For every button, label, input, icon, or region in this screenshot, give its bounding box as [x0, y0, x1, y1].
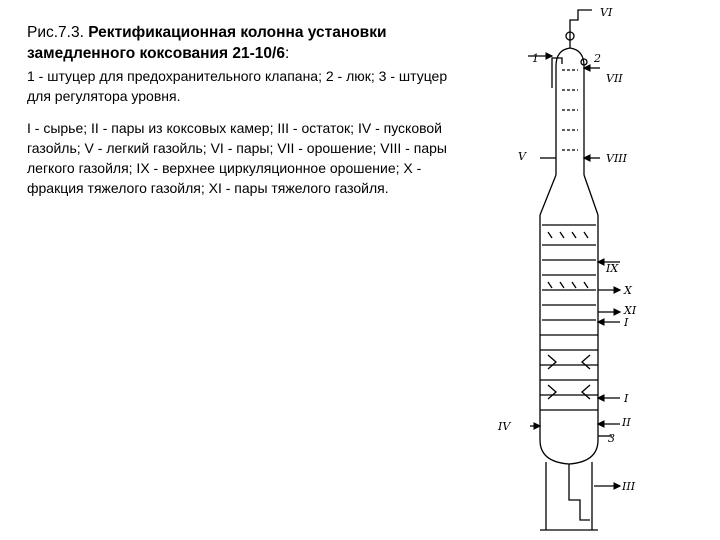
label-iii: III	[621, 480, 636, 493]
figure-title: Рис.7.3. Ректификационная колонна устано…	[27, 22, 467, 64]
figure-title-text: Ректификационная колонна установки замед…	[27, 24, 387, 62]
figure-caption: Рис.7.3. Ректификационная колонна устано…	[27, 22, 467, 198]
figure-title-suffix: :	[284, 45, 290, 62]
label-xi: XI	[623, 304, 637, 317]
label-x: X	[623, 284, 633, 297]
label-iv: IV	[497, 420, 511, 433]
column-skirt	[540, 462, 598, 531]
figure-number: Рис.7.3.	[27, 24, 84, 41]
label-i-lower: I	[623, 392, 629, 405]
parts-legend: 1 - штуцер для предохранительного клапан…	[27, 68, 448, 104]
streams-legend: I - сырье; II - пары из коксовых камер; …	[27, 120, 447, 196]
label-part-2: 2	[593, 52, 601, 65]
label-part-3: 3	[608, 432, 615, 445]
vapor-outlet-pipe	[569, 9, 592, 48]
label-vii: VII	[606, 72, 623, 85]
bottom-outlet-pipe	[568, 464, 590, 521]
column-top-dome	[555, 47, 585, 67]
column-bottom-head	[539, 439, 599, 465]
label-viii: VIII	[606, 152, 628, 165]
top-valve	[565, 31, 575, 41]
safety-valve-pipe	[551, 57, 563, 88]
column-diagram: VI 1 2 VII V VIII IX X XI I I II IV 3 II…	[497, 6, 637, 531]
column-cone	[539, 174, 599, 216]
tray-block-upper	[542, 224, 596, 321]
label-ix: IX	[605, 262, 619, 275]
label-v: V	[518, 150, 527, 163]
column-main-body	[539, 215, 599, 440]
label-ii: II	[621, 416, 631, 429]
label-part-1: 1	[532, 52, 539, 65]
column-top-section	[555, 66, 585, 175]
tray-block-lower	[540, 334, 598, 411]
label-i-upper: I	[623, 316, 629, 329]
label-vi: VI	[600, 6, 613, 19]
